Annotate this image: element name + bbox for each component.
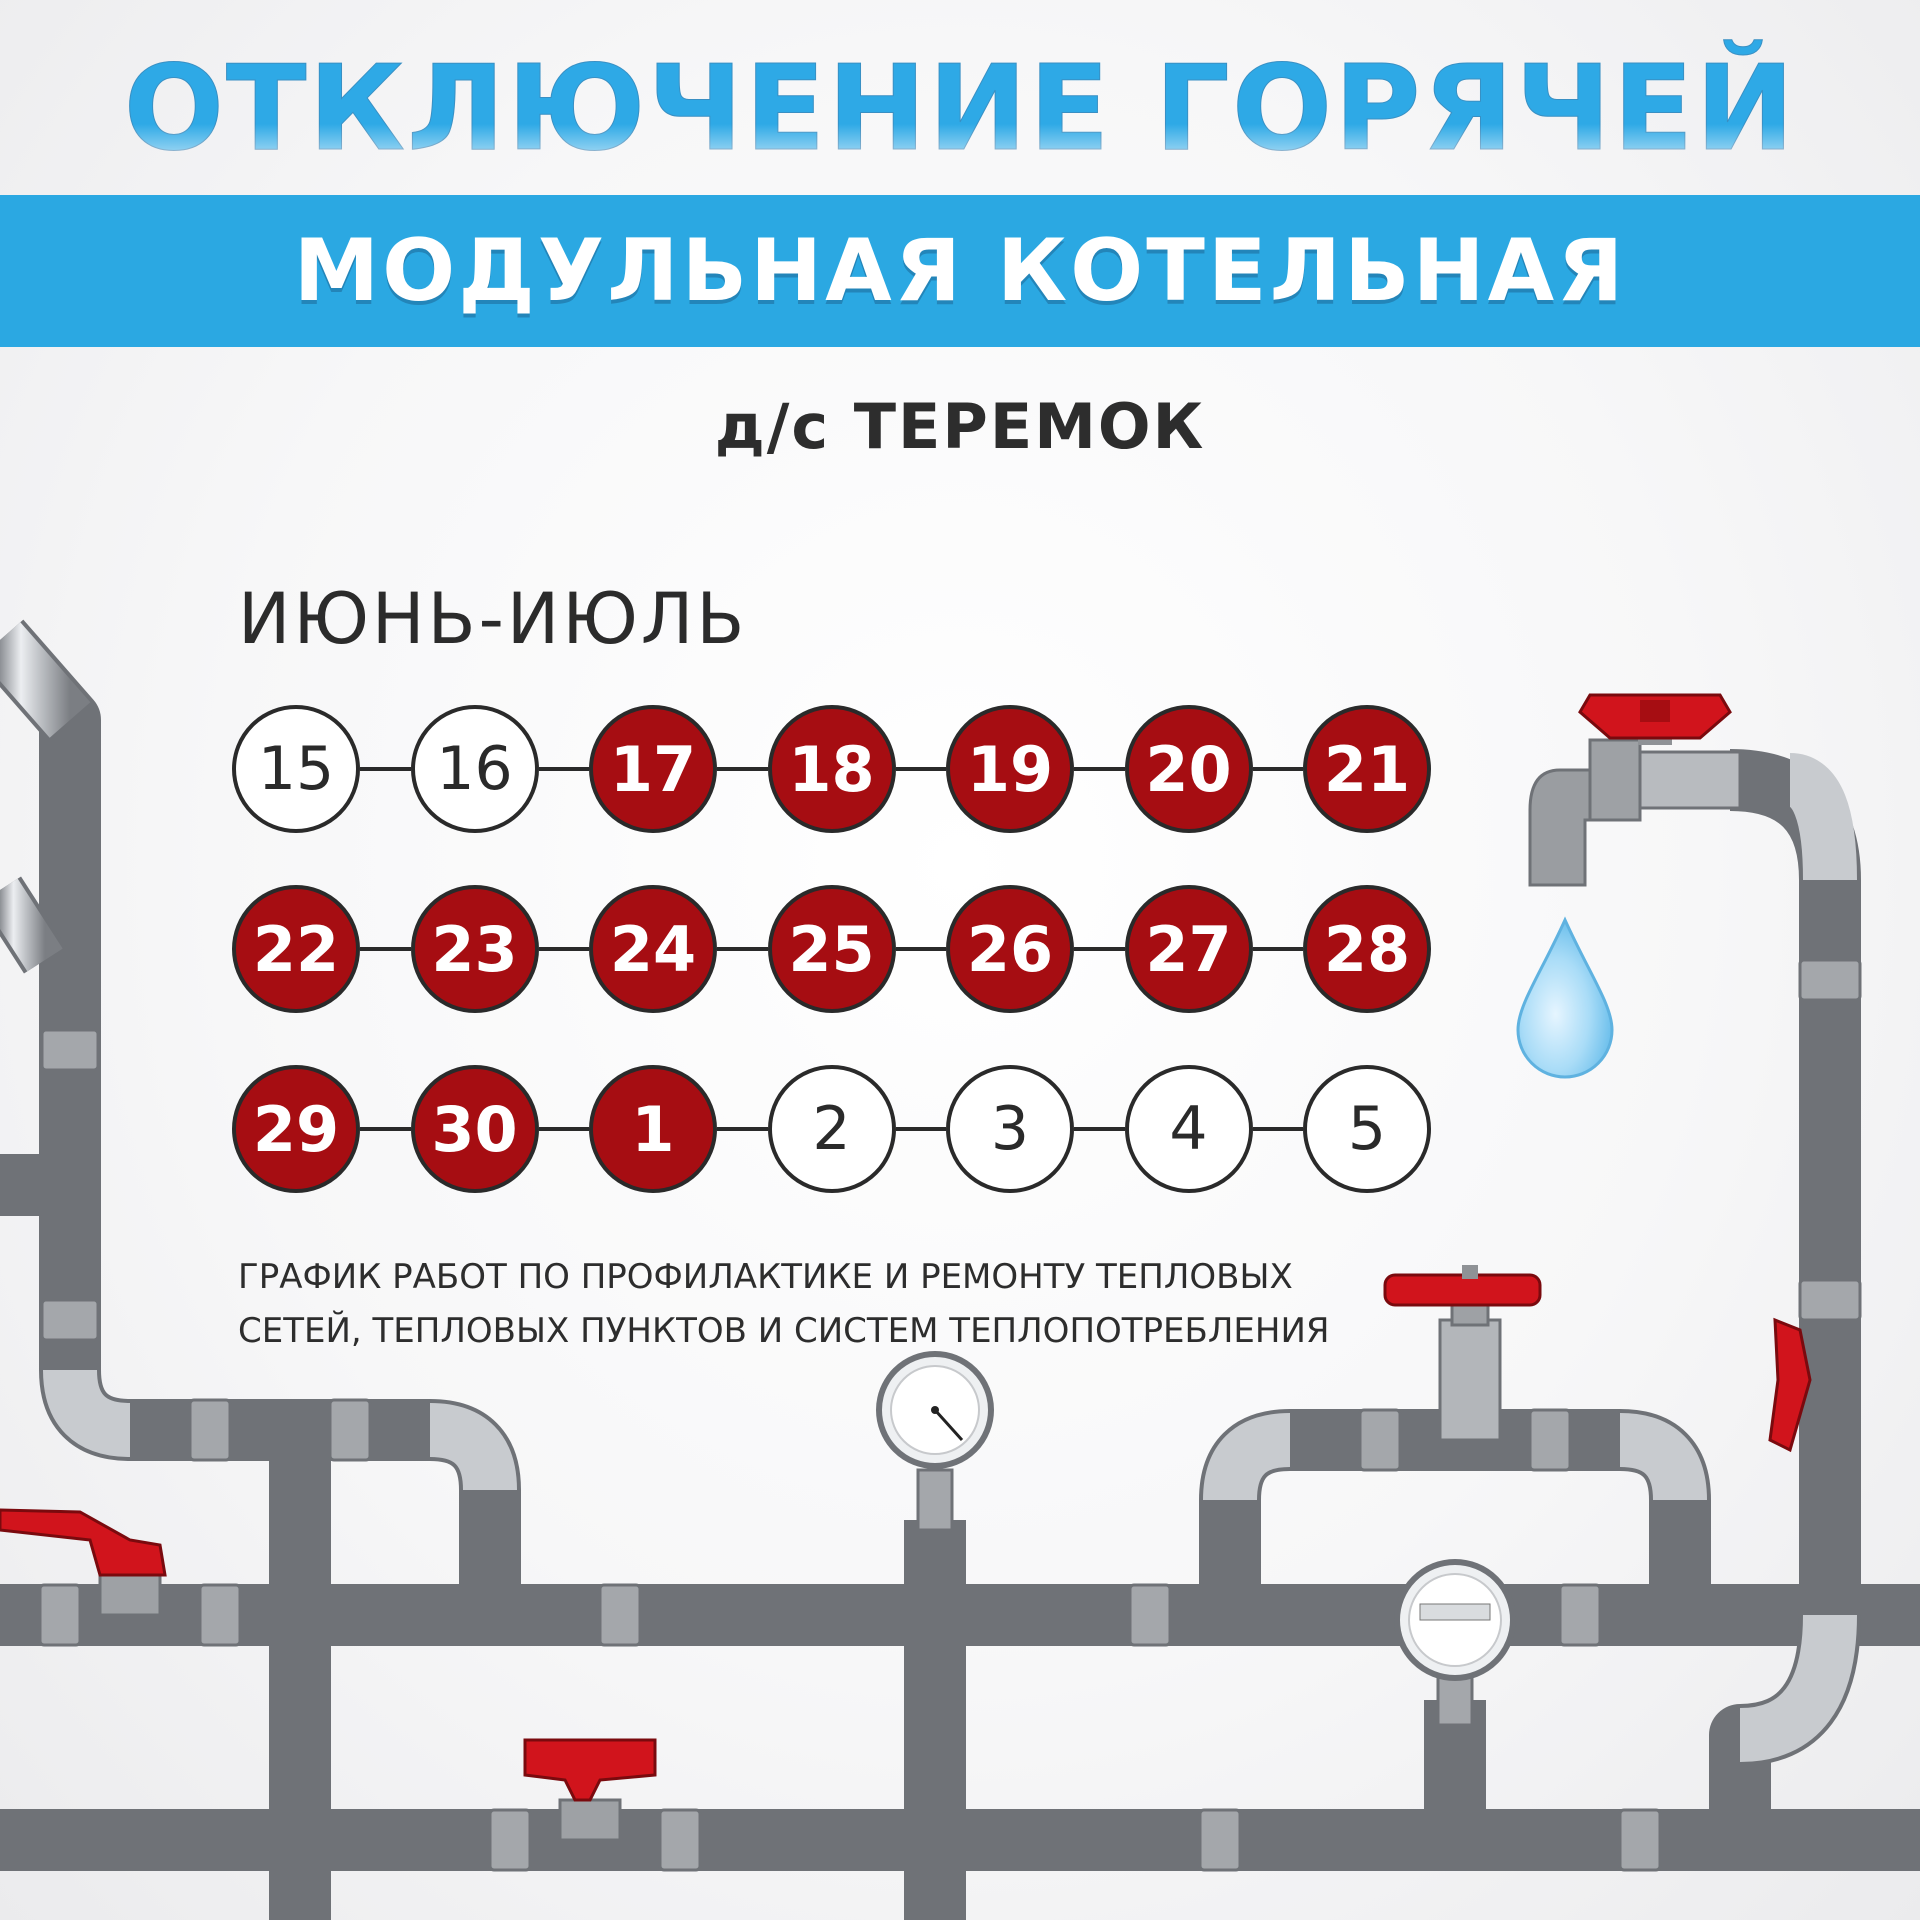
day-outage: 23 (410, 885, 539, 1013)
day-outage: 17 (589, 705, 717, 833)
day-connector (717, 1127, 768, 1131)
day-connector (538, 767, 589, 771)
day-outage: 19 (946, 705, 1074, 833)
day-connector (895, 767, 946, 771)
day-normal: 5 (1303, 1065, 1431, 1193)
day-connector (1074, 767, 1125, 771)
water-meter-icon (1394, 1559, 1516, 1727)
day-connector (1252, 947, 1303, 951)
day-outage: 20 (1124, 705, 1253, 833)
faucet-icon (1528, 693, 1742, 887)
day-normal: 15 (232, 705, 360, 833)
day-normal: 3 (946, 1065, 1074, 1193)
day-outage: 27 (1124, 885, 1253, 1013)
day-outage: 18 (767, 705, 896, 833)
day-connector (360, 767, 411, 771)
valve-handle-icon (1383, 1265, 1542, 1442)
day-outage: 21 (1303, 705, 1431, 833)
schedule-note: ГРАФИК РАБОТ ПО ПРОФИЛАКТИКЕ И РЕМОНТУ Т… (238, 1250, 1358, 1358)
day-normal: 16 (410, 705, 539, 833)
day-connector (1252, 1127, 1303, 1131)
water-drop-icon (1516, 916, 1614, 1079)
day-connector (360, 947, 411, 951)
valve-handle-icon (523, 1738, 657, 1842)
valve-handle-icon (0, 1508, 167, 1617)
day-connector (895, 947, 946, 951)
day-outage: 30 (410, 1065, 539, 1193)
location-subtitle: д/с ТЕРЕМОК (714, 390, 1206, 463)
day-outage: 24 (589, 885, 717, 1013)
schedule-note-line-1: ГРАФИК РАБОТ ПО ПРОФИЛАКТИКЕ И РЕМОНТУ Т… (238, 1257, 1293, 1297)
day-outage: 29 (232, 1065, 360, 1193)
schedule-note-line-2: СЕТЕЙ, ТЕПЛОВЫХ ПУНКТОВ И СИСТЕМ ТЕПЛОПО… (238, 1311, 1330, 1351)
day-connector (1074, 947, 1125, 951)
day-normal: 2 (767, 1065, 896, 1193)
day-connector (1074, 1127, 1125, 1131)
day-outage: 26 (946, 885, 1074, 1013)
day-outage: 28 (1303, 885, 1431, 1013)
day-outage: 25 (767, 885, 896, 1013)
period-label: ИЮНЬ-ИЮЛЬ (238, 578, 748, 660)
day-normal: 4 (1124, 1065, 1253, 1193)
day-connector (538, 947, 589, 951)
day-connector (1252, 767, 1303, 771)
day-outage: 22 (232, 885, 360, 1013)
valve-handle-icon (1768, 1317, 1812, 1453)
day-connector (895, 1127, 946, 1131)
day-connector (360, 1127, 411, 1131)
band-heading: МОДУЛЬНАЯ КОТЕЛЬНАЯ (293, 221, 1627, 321)
day-outage: 1 (589, 1065, 717, 1193)
day-connector (538, 1127, 589, 1131)
day-connector (717, 947, 768, 951)
pressure-gauge-icon (876, 1351, 994, 1532)
title-band: МОДУЛЬНАЯ КОТЕЛЬНАЯ (0, 195, 1920, 347)
day-connector (717, 767, 768, 771)
